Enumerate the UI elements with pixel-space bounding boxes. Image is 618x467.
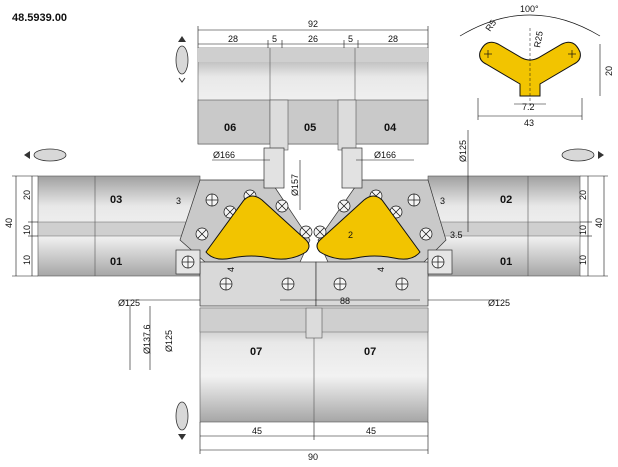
dim-right-20: 20 <box>578 190 588 200</box>
roll-label-04: 04 <box>384 122 397 134</box>
dim-right-10b: 10 <box>578 255 588 265</box>
dim-d157: Ø157 <box>290 174 300 196</box>
top-dimensions <box>197 26 429 48</box>
dim-left-40: 40 <box>4 218 14 228</box>
roll-label-06: 06 <box>224 122 236 134</box>
dim-d137: Ø137.6 <box>142 324 152 354</box>
dim-4-left: 4 <box>226 267 236 272</box>
rotation-arrow-right-icon <box>561 148 604 162</box>
left-side-dimensions <box>12 175 38 277</box>
rotation-arrow-bottom-icon <box>175 401 189 440</box>
dim-3-left: 3 <box>176 196 181 206</box>
roll-label-07-left: 07 <box>250 346 262 358</box>
right-roll-assembly: 02 01 <box>427 175 581 277</box>
profile-angle: 100° <box>520 4 539 14</box>
dim-top-gap2: 5 <box>348 34 353 44</box>
dim-bottom-total: 90 <box>308 452 318 462</box>
rotation-arrow-top-icon <box>175 36 189 83</box>
dim-right-10a: 10 <box>578 225 588 235</box>
dim-top-right: 28 <box>388 34 398 44</box>
roll-label-01-left: 01 <box>110 256 122 268</box>
center-tooling <box>175 147 453 307</box>
dim-top-gap1: 5 <box>272 34 277 44</box>
roll-label-07-right: 07 <box>364 346 376 358</box>
dim-left-10b: 10 <box>22 255 32 265</box>
dim-d166-right: Ø166 <box>374 150 396 160</box>
dim-left-10a: 10 <box>22 225 32 235</box>
profile-detail <box>459 14 601 120</box>
profile-height: 20 <box>604 66 614 76</box>
dim-d125-right: Ø125 <box>488 298 510 308</box>
dim-88: 88 <box>340 296 350 306</box>
roll-label-01-right: 01 <box>500 256 512 268</box>
roll-label-02: 02 <box>500 194 512 206</box>
dim-d125-vert: Ø125 <box>164 330 174 352</box>
bottom-dimensions <box>199 422 429 454</box>
dim-3-right: 3 <box>440 196 445 206</box>
profile-r25: R25 <box>532 30 545 48</box>
roll-label-03: 03 <box>110 194 122 206</box>
dim-bottom-right: 45 <box>366 426 376 436</box>
roll-label-05: 05 <box>304 122 316 134</box>
center-dimension-lines <box>120 130 500 370</box>
dim-d125-left: Ø125 <box>118 298 140 308</box>
dim-left-20: 20 <box>22 190 32 200</box>
left-roll-assembly: 03 01 <box>37 175 201 277</box>
dim-d125-top: Ø125 <box>458 140 468 162</box>
profile-web: 7.2 <box>522 102 535 112</box>
right-side-dimensions <box>580 175 608 277</box>
dim-top-mid: 26 <box>308 34 318 44</box>
dim-2: 2 <box>348 230 353 240</box>
dim-3-5: 3.5 <box>450 230 463 240</box>
drawing-number: 48.5939.00 <box>12 12 67 24</box>
top-roll-assembly: 06 05 04 <box>197 47 429 151</box>
dim-d166-left: Ø166 <box>213 150 235 160</box>
dim-total-top: 92 <box>308 19 318 29</box>
dim-top-left: 28 <box>228 34 238 44</box>
dim-4-right: 4 <box>376 267 386 272</box>
rotation-arrow-left-icon <box>24 148 67 162</box>
dim-bottom-left: 45 <box>252 426 262 436</box>
workpiece-profile <box>205 195 421 260</box>
bottom-roll-assembly: 07 07 <box>199 307 429 423</box>
dim-right-40: 40 <box>594 218 604 228</box>
profile-width: 43 <box>524 118 534 128</box>
